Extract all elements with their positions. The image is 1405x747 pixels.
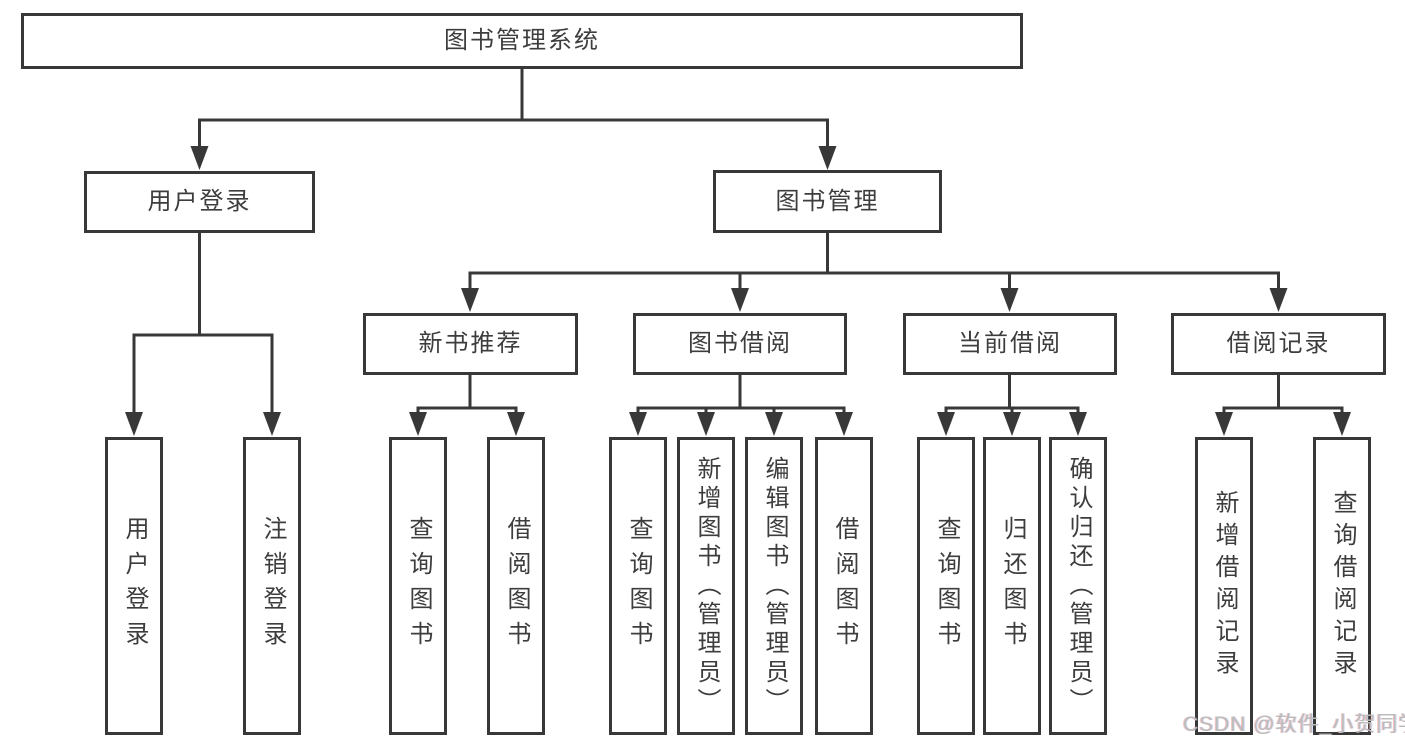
arrowhead-icon (818, 146, 837, 170)
connector-root-to-level2 (190, 68, 837, 170)
leaf-borrow-books: 借阅图书 (815, 437, 873, 735)
node-current-borrowing: 当前借阅 (903, 313, 1117, 375)
arrowhead-icon (1215, 412, 1233, 436)
connector-records-children (1215, 375, 1351, 436)
node-book-borrowing: 图书借阅 (633, 313, 847, 375)
leaf-query-borrow-record: 查询借阅记录 (1313, 437, 1371, 735)
arrowhead-icon (1003, 412, 1021, 436)
connector-bookmgmt-to-level3 (461, 233, 1288, 312)
arrowhead-icon (1333, 412, 1351, 436)
connector-current-children (937, 375, 1087, 436)
arrowhead-icon (1269, 288, 1288, 312)
arrowhead-icon (697, 412, 715, 436)
leaf-return-books: 归还图书 (983, 437, 1041, 735)
leaf-add-borrow-record: 新增借阅记录 (1195, 437, 1253, 735)
arrowhead-icon (190, 146, 209, 170)
arrowhead-icon (507, 412, 525, 436)
node-new-book-recommendation: 新书推荐 (363, 313, 578, 375)
csdn-watermark: CSDN @软件_小贺同学 (1183, 713, 1405, 736)
arrowhead-icon (1000, 288, 1019, 312)
leaf-edit-book-admin: 编辑图书（管理员） (745, 437, 803, 735)
connector-userlogin-children (125, 233, 281, 436)
leaf-query-books-current: 查询图书 (917, 437, 975, 735)
node-user-login: 用户登录 (84, 171, 315, 233)
leaf-add-book-admin: 新增图书（管理员） (677, 437, 735, 735)
arrowhead-icon (731, 288, 749, 312)
arrowhead-icon (835, 412, 853, 436)
node-library-management-system: 图书管理系统 (21, 13, 1023, 69)
leaf-confirm-return-admin: 确认归还（管理员） (1049, 437, 1107, 735)
arrowhead-icon (409, 412, 427, 436)
leaf-query-books-recommend: 查询图书 (389, 437, 447, 735)
connector-newbook-children (409, 375, 525, 436)
arrowhead-icon (263, 412, 281, 436)
node-book-management: 图书管理 (713, 170, 942, 233)
leaf-logout: 注销登录 (243, 437, 301, 735)
leaf-query-books-borrowing: 查询图书 (609, 437, 667, 735)
leaf-user-login: 用户登录 (105, 437, 163, 735)
arrowhead-icon (461, 288, 479, 312)
arrowhead-icon (1069, 412, 1087, 436)
arrowhead-icon (765, 412, 783, 436)
arrowhead-icon (125, 412, 143, 436)
arrowhead-icon (937, 412, 955, 436)
node-borrowing-records: 借阅记录 (1171, 313, 1386, 375)
arrowhead-icon (629, 412, 647, 436)
connector-borrowing-children (629, 375, 853, 436)
leaf-borrow-books-recommend: 借阅图书 (487, 437, 545, 735)
